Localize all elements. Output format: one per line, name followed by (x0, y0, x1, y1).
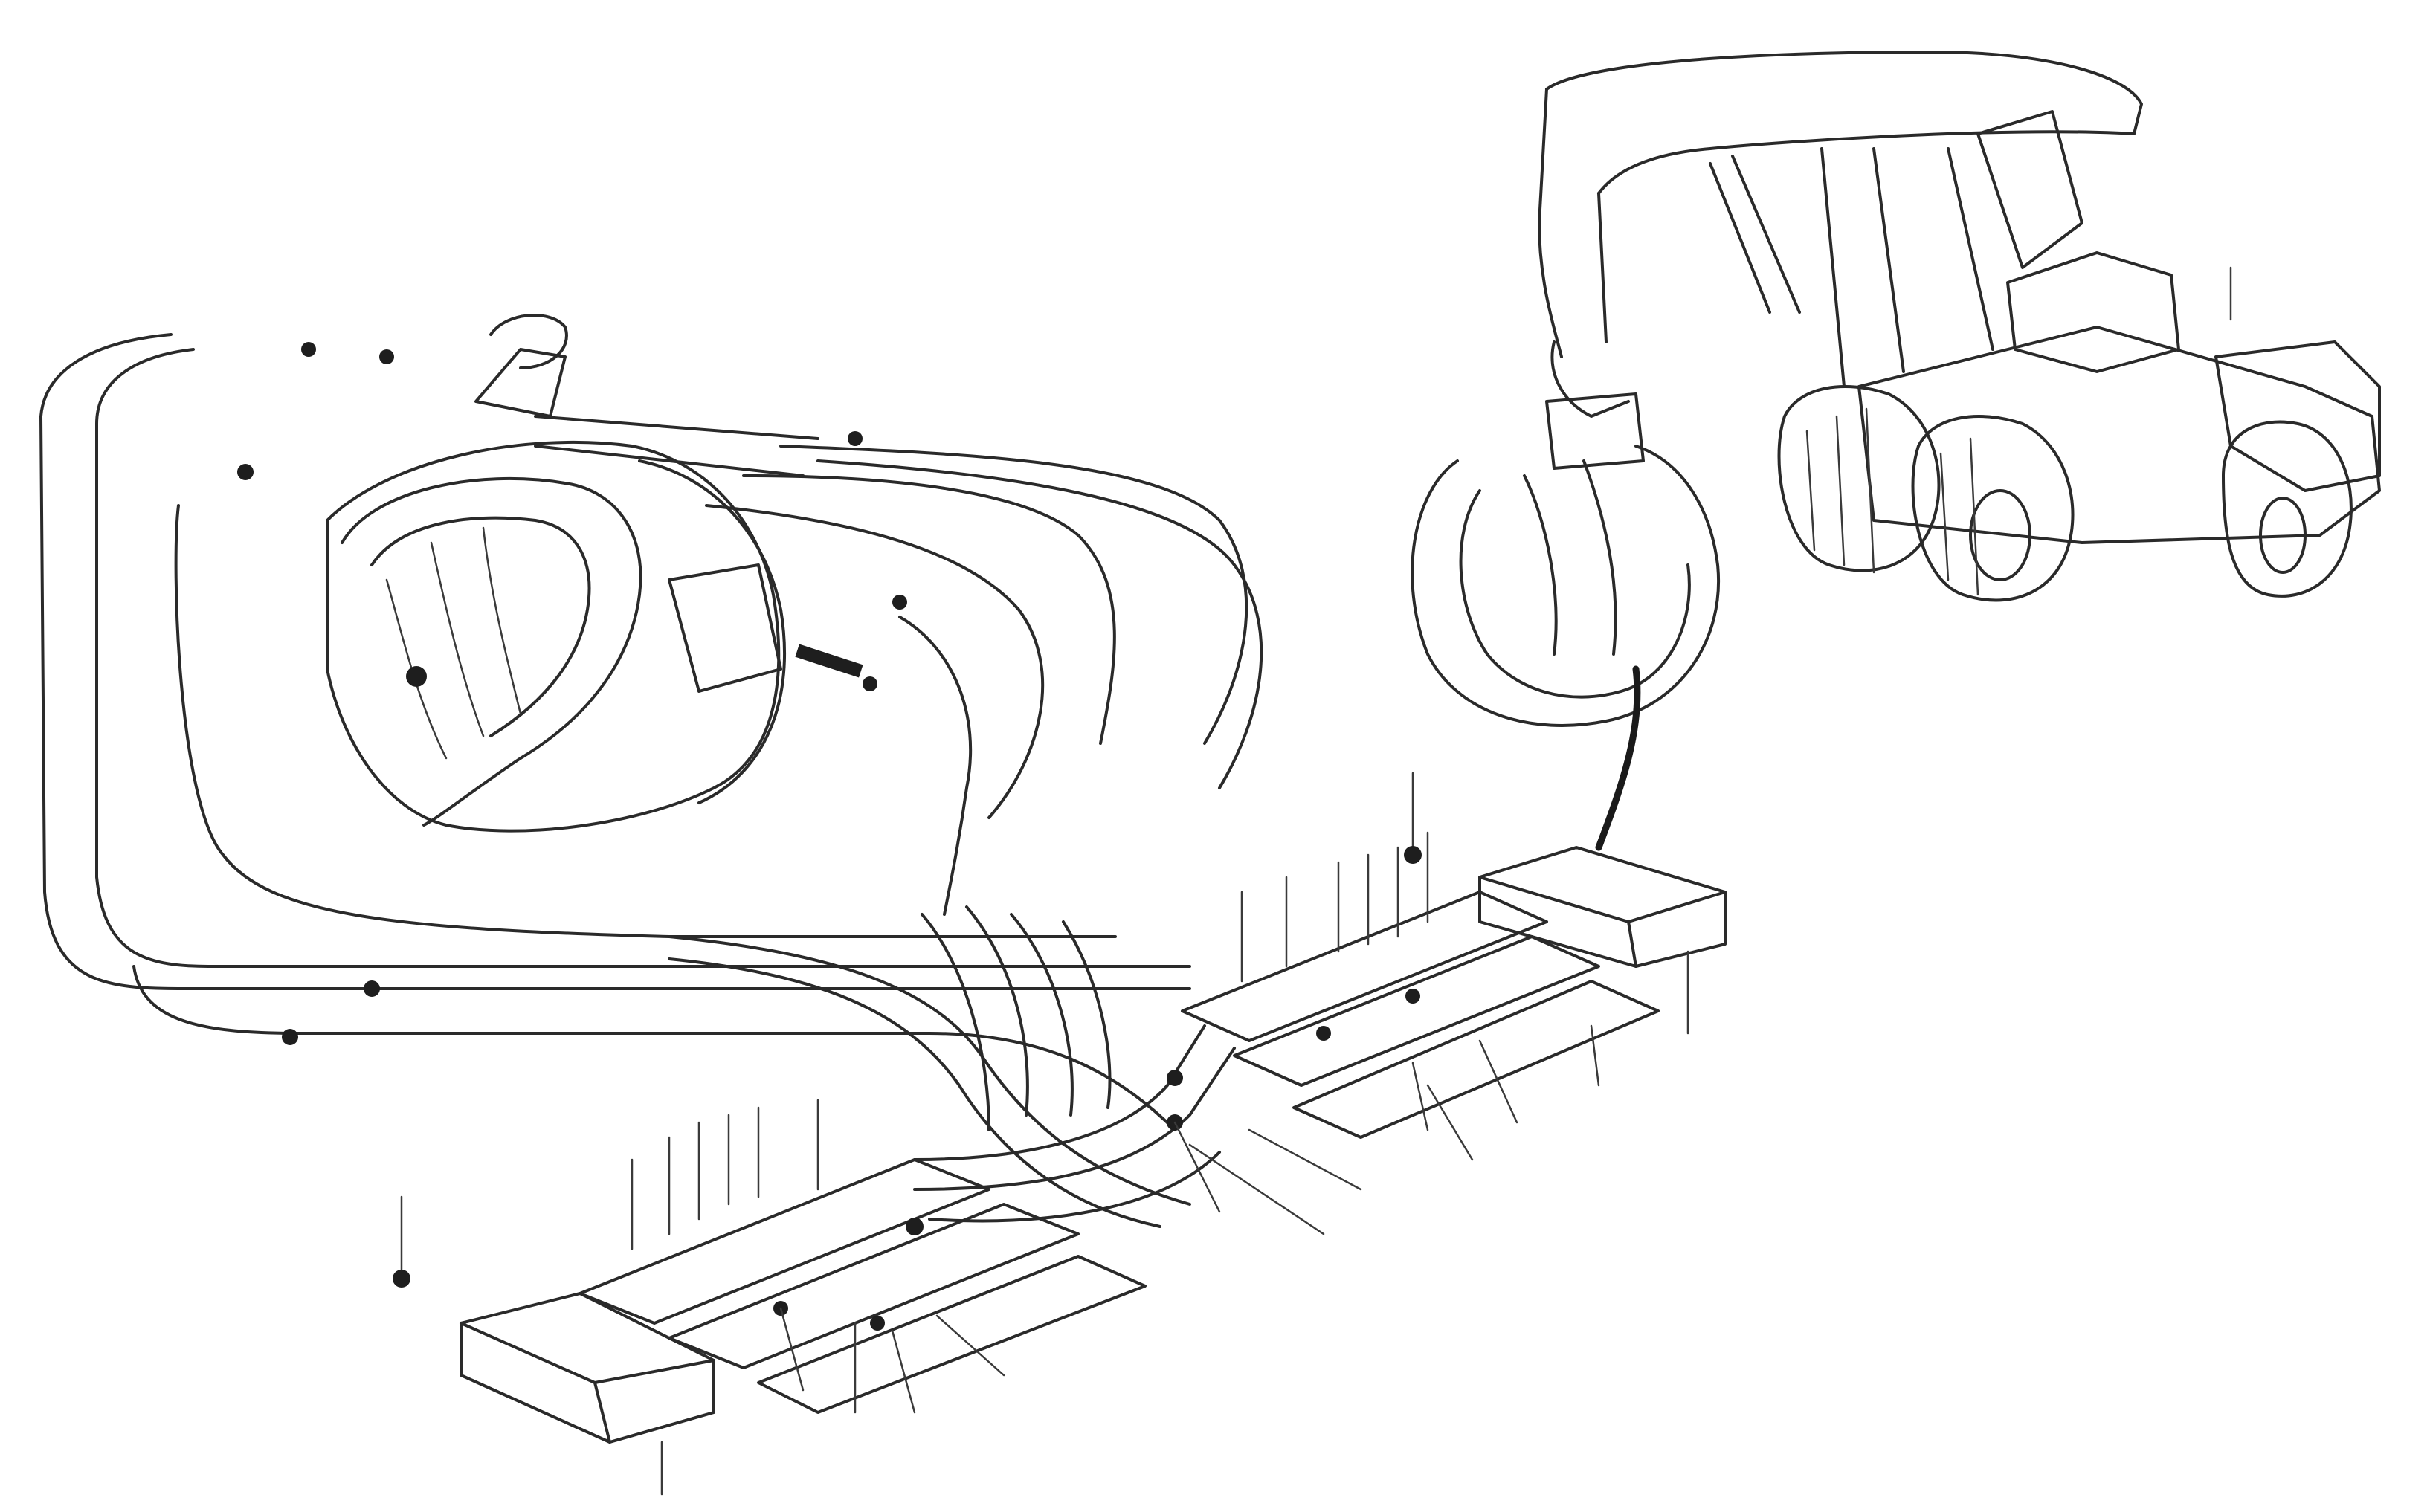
machine-rear-wheel-1 (1777, 385, 1941, 572)
crane-column (1820, 147, 1994, 388)
hanging-grapple-rotator (1545, 392, 1645, 470)
machine-engine-hood (2214, 340, 2381, 492)
lower-fitting-2 (906, 1218, 924, 1235)
grapple-body-outline (326, 440, 781, 833)
grapple-tine-inner (370, 516, 591, 737)
bundle-hose-7 (913, 1024, 1206, 1161)
right-leader-2 (1188, 1143, 1325, 1235)
bundle-hose-9 (928, 1151, 1221, 1223)
right-valve-block-top (1478, 876, 1727, 968)
rotator-hose-3 (816, 459, 1263, 789)
right-leader-4 (1411, 1062, 1429, 1131)
fitting-f (863, 676, 877, 691)
lower-hose-run (132, 965, 1176, 1131)
lower-manifold-bar-1 (579, 1158, 990, 1325)
grapple-rib-3 (482, 526, 522, 715)
grapple-tine-outer (341, 476, 642, 827)
fitting-d (848, 431, 863, 446)
hanging-grapple-outer (1411, 445, 1721, 727)
outer-hose-loop (39, 333, 1191, 990)
hanging-grapple-tines (1523, 459, 1617, 656)
fitting-c (379, 349, 394, 364)
rotator-hose-5 (898, 616, 973, 916)
grapple-rib-2 (430, 541, 485, 737)
rotator-link (474, 348, 567, 418)
grapple-assembly-left (39, 314, 1263, 1131)
lower-fitting-4 (870, 1316, 885, 1331)
lower-leader-3 (891, 1329, 916, 1414)
bundle-hose-4 (965, 905, 1029, 1117)
hanging-grapple-inner (1459, 489, 1691, 699)
machine-rear-wheel-2 (1911, 415, 2075, 602)
right-manifold-bar-3 (1292, 980, 1660, 1139)
fitting-h (282, 1029, 298, 1045)
hose-bundle-middle (668, 905, 1236, 1228)
lower-fitting-1 (393, 1270, 410, 1288)
right-manifold-bar-2 (1233, 935, 1600, 1087)
bundle-hose-8 (913, 1047, 1236, 1191)
right-fitting-4 (1405, 989, 1420, 1004)
bundle-hose-5 (1010, 913, 1074, 1117)
crane-cylinder-2 (1709, 155, 1801, 314)
boom-tip (1550, 340, 1630, 418)
crane-boom-lower (1538, 88, 1608, 358)
bundle-hose-6 (1062, 920, 1112, 1109)
rotator-hose-2 (779, 445, 1248, 745)
bundle-hose-2 (668, 957, 1161, 1228)
right-manifold-bar-1 (1181, 891, 1548, 1042)
rotator-top-bracket (489, 314, 568, 369)
right-leader-3 (1248, 1128, 1362, 1191)
machine-cab (2006, 251, 2180, 373)
lower-manifold-bar-3 (757, 1255, 1147, 1414)
outer-hose-loop-inner (95, 348, 1191, 968)
grapple-side-plate (668, 563, 782, 693)
coupling-center (795, 644, 863, 678)
right-leader-5 (1478, 1039, 1518, 1124)
right-manifold (1167, 772, 1727, 1235)
right-leader-6 (1590, 1024, 1600, 1087)
right-fitting-1 (1404, 846, 1422, 864)
right-leader-8 (1426, 1084, 1474, 1161)
lower-manifold-bar-2 (668, 1203, 1080, 1369)
lower-leader-1 (779, 1307, 805, 1392)
rotator-arm-diagonal (534, 415, 819, 477)
right-valve-block (1478, 846, 1727, 968)
fitting-g (364, 980, 380, 997)
grapple-rotator-ring (638, 459, 787, 804)
machine-hub-rear (1969, 489, 2031, 581)
machine-body (1857, 326, 2381, 544)
machine-tread-marks (1805, 407, 1979, 596)
forwarder-machine (1411, 51, 2381, 851)
crane-boom-upper (1545, 51, 2143, 195)
crane-cylinder (1976, 110, 2083, 269)
machine-hub-front (2259, 497, 2307, 574)
right-fitting-2 (1167, 1070, 1183, 1086)
fitting-e (892, 595, 907, 610)
hanging-grapple-hose (1595, 665, 1641, 851)
lower-valve-block-top (460, 1322, 715, 1444)
grapple-pivot-pin (406, 666, 427, 687)
lower-manifold (393, 1099, 1147, 1496)
machine-front-wheel (2222, 420, 2353, 598)
fitting-b (301, 342, 316, 357)
rotator-hose-4 (705, 504, 1045, 819)
right-leader-1 (1173, 1121, 1221, 1213)
left-hose-run-inner (174, 504, 1117, 938)
lower-leader-4 (935, 1314, 1005, 1377)
bundle-hose-3 (921, 913, 990, 1131)
right-fitting-5 (1316, 1026, 1331, 1041)
grapple-rib-1 (385, 578, 448, 760)
rotator-hose-1 (742, 474, 1116, 745)
fitting-a (237, 464, 254, 480)
